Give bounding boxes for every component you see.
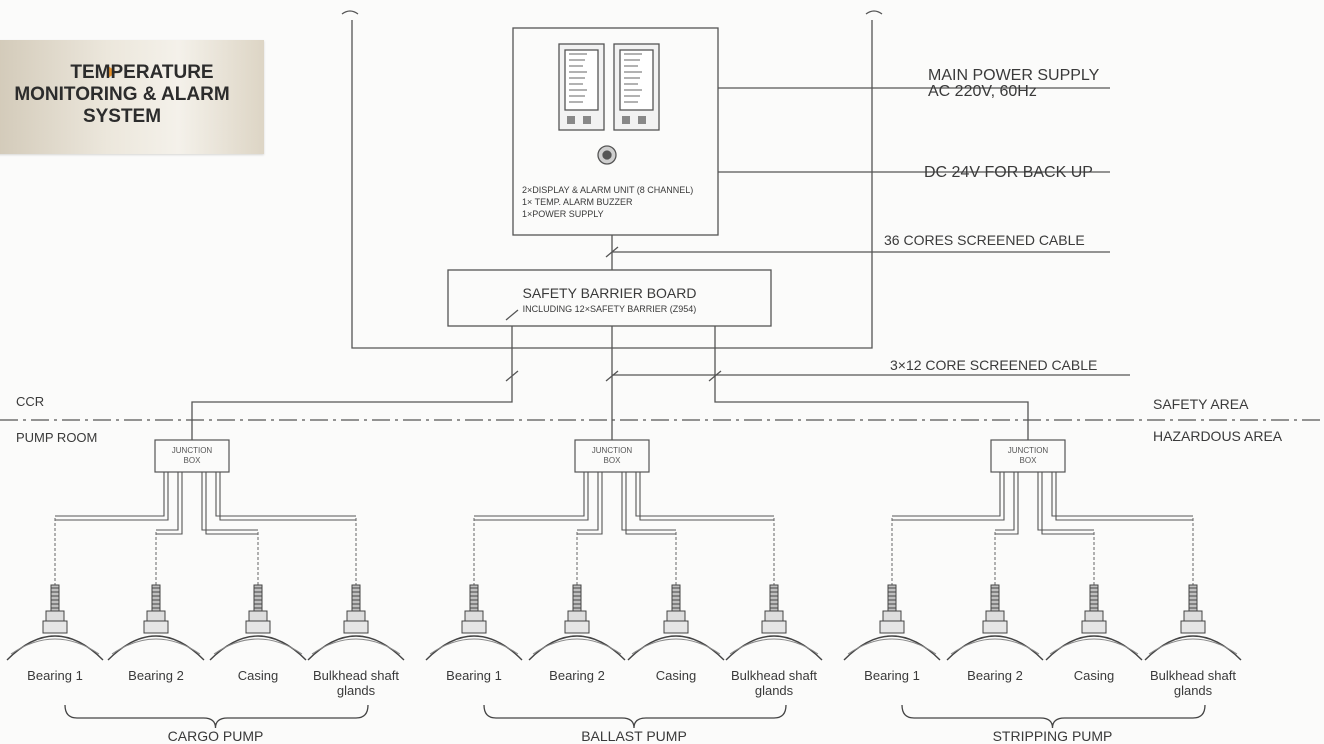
sensor-label: Bulkhead shaft glands	[730, 668, 817, 698]
title-line-2: MONITORING & ALARM	[14, 84, 230, 105]
sensor-icon	[1144, 584, 1242, 661]
junction-box-label: BOX	[1020, 456, 1038, 465]
wire-hook-left	[341, 10, 359, 15]
sensor-label: Casing	[655, 668, 697, 683]
zone-hazardous: HAZARDOUS AREA	[1153, 428, 1283, 444]
sensor-icon	[627, 584, 725, 661]
sensor-label: Bearing 2	[128, 668, 184, 683]
main-power-line-1: MAIN POWER SUPPLY	[928, 67, 1100, 84]
safety-barrier-board	[447, 269, 772, 327]
title-line-3: SYSTEM	[82, 106, 162, 127]
control-panel	[512, 27, 719, 236]
junction-box-label: JUNCTION	[592, 446, 633, 455]
main-power-line-2: AC 220V, 60Hz	[928, 83, 1037, 100]
backup-label: DC 24V FOR BACK UP	[924, 164, 1093, 181]
barrier-title: SAFETY BARRIER BOARD	[522, 285, 697, 301]
sensor-icon	[307, 584, 405, 661]
title-badge: TEMPERATURE MONITORING & ALARM SYSTEM	[0, 40, 264, 154]
group-brace	[64, 704, 369, 729]
sensor-label: Bearing 1	[446, 668, 502, 683]
panel-note-3: 1×POWER SUPPLY	[522, 209, 604, 219]
sensor-icon	[1045, 584, 1143, 661]
barrier-subtitle: INCLUDING 12×SAFETY BARRIER (Z954)	[522, 304, 697, 314]
panel-note-2: 1× TEMP. ALARM BUZZER	[522, 197, 633, 207]
group-brace	[901, 704, 1206, 729]
sensor-icon	[107, 584, 205, 661]
junction-box	[154, 439, 230, 473]
page-title: TEMPERATURE MONITORING & ALARM SYSTEM	[0, 62, 264, 128]
zone-ccr: CCR	[16, 394, 45, 409]
junction-box-label: BOX	[604, 456, 622, 465]
sensor-label: Bulkhead shaft glands	[1149, 668, 1236, 698]
sensor-icon	[946, 584, 1044, 661]
sensor-label: Bulkhead shaft glands	[312, 668, 399, 698]
arrow-icon	[108, 66, 117, 78]
cable-36-label: 36 CORES SCREENED CABLE	[884, 232, 1085, 248]
sensor-icon	[725, 584, 823, 661]
sensor-icon	[6, 584, 104, 661]
sensor-label: Casing	[1073, 668, 1115, 683]
sensor-label: Bearing 2	[549, 668, 605, 683]
junction-box-label: JUNCTION	[1008, 446, 1049, 455]
junction-box-label: JUNCTION	[172, 446, 213, 455]
sensor-label: Bearing 1	[27, 668, 83, 683]
sensor-icon	[209, 584, 307, 661]
main-power-label: MAIN POWER SUPPLY AC 220V, 60Hz	[928, 68, 1099, 100]
pump-group-name: BALLAST PUMP	[581, 728, 687, 744]
group-brace	[483, 704, 787, 729]
title-line-1: TEMPERATURE	[70, 62, 214, 83]
pump-group-name: STRIPPING PUMP	[992, 728, 1113, 744]
junction-box-label: BOX	[184, 456, 202, 465]
zone-pump-room: PUMP ROOM	[16, 430, 98, 445]
sensor-icon	[528, 584, 626, 661]
wire-hook-right	[865, 10, 883, 15]
sensor-icon	[425, 584, 523, 661]
sensor-label: Bearing 2	[967, 668, 1023, 683]
sensor-label: Bearing 1	[864, 668, 920, 683]
junction-box	[990, 439, 1066, 473]
panel-note-1: 2×DISPLAY & ALARM UNIT (8 CHANNEL)	[522, 185, 694, 195]
junction-box	[574, 439, 650, 473]
panel-notes: 2×DISPLAY & ALARM UNIT (8 CHANNEL) 1× TE…	[522, 184, 693, 220]
sensor-icon	[843, 584, 941, 661]
pump-group-name: CARGO PUMP	[167, 728, 264, 744]
sensor-label: Casing	[237, 668, 279, 683]
zone-safety: SAFETY AREA	[1153, 396, 1249, 412]
cable-3x12-label: 3×12 CORE SCREENED CABLE	[890, 357, 1098, 373]
